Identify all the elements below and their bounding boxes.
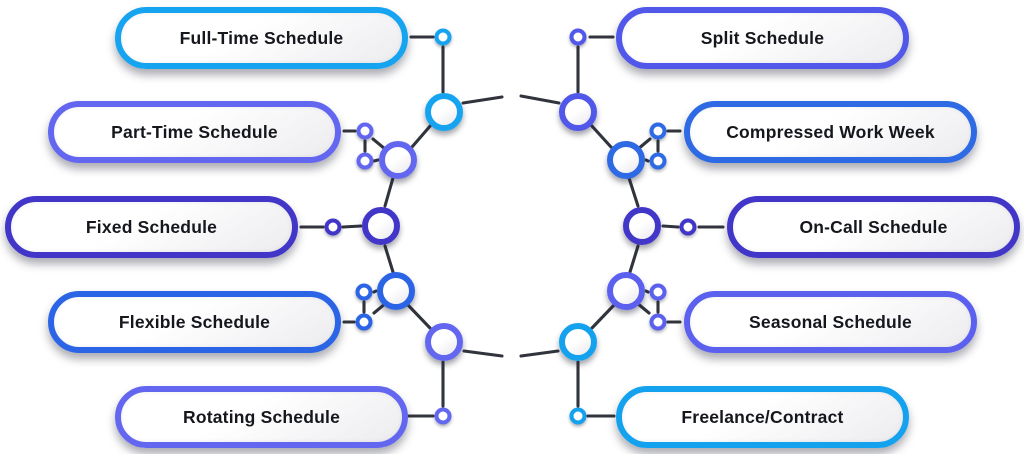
connector-ring-icon-full-time-schedule-0: [434, 28, 452, 46]
node-split-schedule: [559, 93, 597, 131]
connector-ring-icon-flexible-schedule-1: [355, 313, 373, 331]
pill-freelance-contract: Freelance/Contract: [616, 386, 909, 448]
node-flexible-schedule: [377, 272, 415, 310]
connector-ring-icon-flexible-schedule-0: [355, 283, 373, 301]
pill-on-call-schedule: On-Call Schedule: [727, 196, 1020, 258]
node-freelance-contract: [559, 323, 597, 361]
pill-split-schedule: Split Schedule: [616, 7, 909, 69]
link-full-time: [409, 35, 445, 94]
connector-ring-icon-compressed-work-week-0: [649, 122, 667, 140]
pill-label: Seasonal Schedule: [749, 311, 912, 332]
pill-label: On-Call Schedule: [799, 216, 948, 237]
connector-ring-icon-part-time-schedule-1: [356, 152, 374, 170]
pill-label: Freelance/Contract: [681, 406, 844, 427]
pill-label: Compressed Work Week: [726, 121, 935, 142]
connector-ring-icon-fixed-schedule-0: [324, 218, 342, 236]
pill-label: Full-Time Schedule: [179, 27, 344, 48]
pill-part-time-schedule: Part-Time Schedule: [48, 101, 341, 163]
connector-ring-icon-seasonal-schedule-1: [649, 313, 667, 331]
connector-ring-icon-freelance-contract-0: [569, 407, 587, 425]
node-part-time-schedule: [379, 141, 417, 179]
connector-ring-icon-seasonal-schedule-0: [649, 283, 667, 301]
link-split: [576, 35, 615, 94]
pill-fixed-schedule: Fixed Schedule: [5, 196, 298, 258]
node-rotating-schedule: [425, 323, 463, 361]
pill-label: Part-Time Schedule: [111, 121, 278, 142]
node-fixed-schedule: [362, 207, 400, 245]
connector-ring-icon-on-call-schedule-0: [679, 218, 697, 236]
pill-flexible-schedule: Flexible Schedule: [48, 291, 341, 353]
pill-label: Split Schedule: [700, 27, 825, 48]
connector-ring-icon-rotating-schedule-0: [434, 407, 452, 425]
connector-ring-icon-part-time-schedule-0: [356, 122, 374, 140]
node-full-time-schedule: [425, 93, 463, 131]
pill-full-time-schedule: Full-Time Schedule: [115, 7, 408, 69]
pill-rotating-schedule: Rotating Schedule: [115, 386, 408, 448]
link-decagon: [383, 94, 640, 358]
node-compressed-work-week: [607, 141, 645, 179]
node-on-call-schedule: [623, 207, 661, 245]
pill-label: Flexible Schedule: [118, 311, 271, 332]
connector-ring-icon-split-schedule-0: [569, 28, 587, 46]
pill-label: Rotating Schedule: [182, 406, 341, 427]
pill-compressed-work-week: Compressed Work Week: [684, 101, 977, 163]
link-freelance: [576, 360, 616, 418]
connector-ring-icon-compressed-work-week-1: [649, 152, 667, 170]
pill-label: Fixed Schedule: [85, 216, 218, 237]
pill-seasonal-schedule: Seasonal Schedule: [684, 291, 977, 353]
node-seasonal-schedule: [607, 272, 645, 310]
